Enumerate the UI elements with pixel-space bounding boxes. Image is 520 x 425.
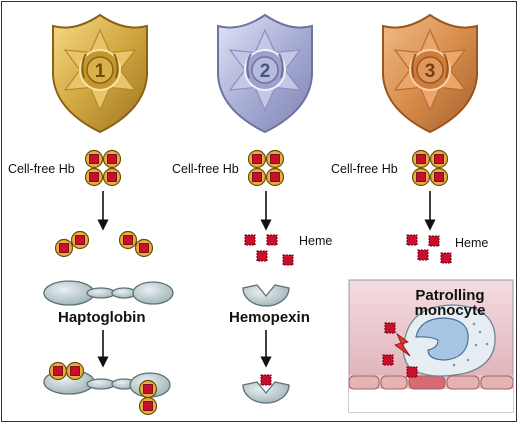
hemopexin-molecule (242, 284, 290, 307)
patrolling-monocyte-label: Patrolling monocyte (408, 288, 492, 318)
hb-dimer (54, 230, 90, 258)
hb-tetramer-1 (84, 149, 122, 187)
badge-1-number: 1 (95, 61, 106, 82)
badge-2-number: 2 (260, 61, 271, 82)
lightning-icon (394, 332, 411, 357)
haptoglobin-label: Haptoglobin (58, 309, 146, 326)
hemopexin-label: Hemopexin (229, 309, 310, 326)
cell-free-hb-label-2: Cell-free Hb (172, 162, 239, 176)
haptoglobin-molecule (43, 280, 174, 306)
vessel-panel (348, 279, 514, 413)
heme-label-3: Heme (455, 236, 489, 250)
hemopexin-heme-complex (242, 374, 290, 404)
patrolling-label: Patrolling (415, 287, 485, 304)
heme-label-2: Heme (299, 234, 333, 248)
haptoglobin-hb-complex (43, 361, 171, 416)
hb-tetramer-3 (411, 149, 449, 187)
badge-1-icon: 1 (52, 14, 148, 133)
heme-cluster-2 (244, 234, 294, 266)
badge-2-icon: 2 (217, 14, 313, 133)
cell-free-hb-label-1: Cell-free Hb (8, 162, 75, 176)
hb-tetramer-2 (247, 149, 285, 187)
badge-3-number: 3 (425, 61, 436, 82)
cell-free-hb-label-3: Cell-free Hb (331, 162, 398, 176)
monocyte-label: monocyte (414, 302, 486, 319)
hb-dimer (118, 230, 154, 258)
badge-3-icon: 3 (382, 14, 478, 133)
heme-cluster-3 (406, 234, 452, 264)
